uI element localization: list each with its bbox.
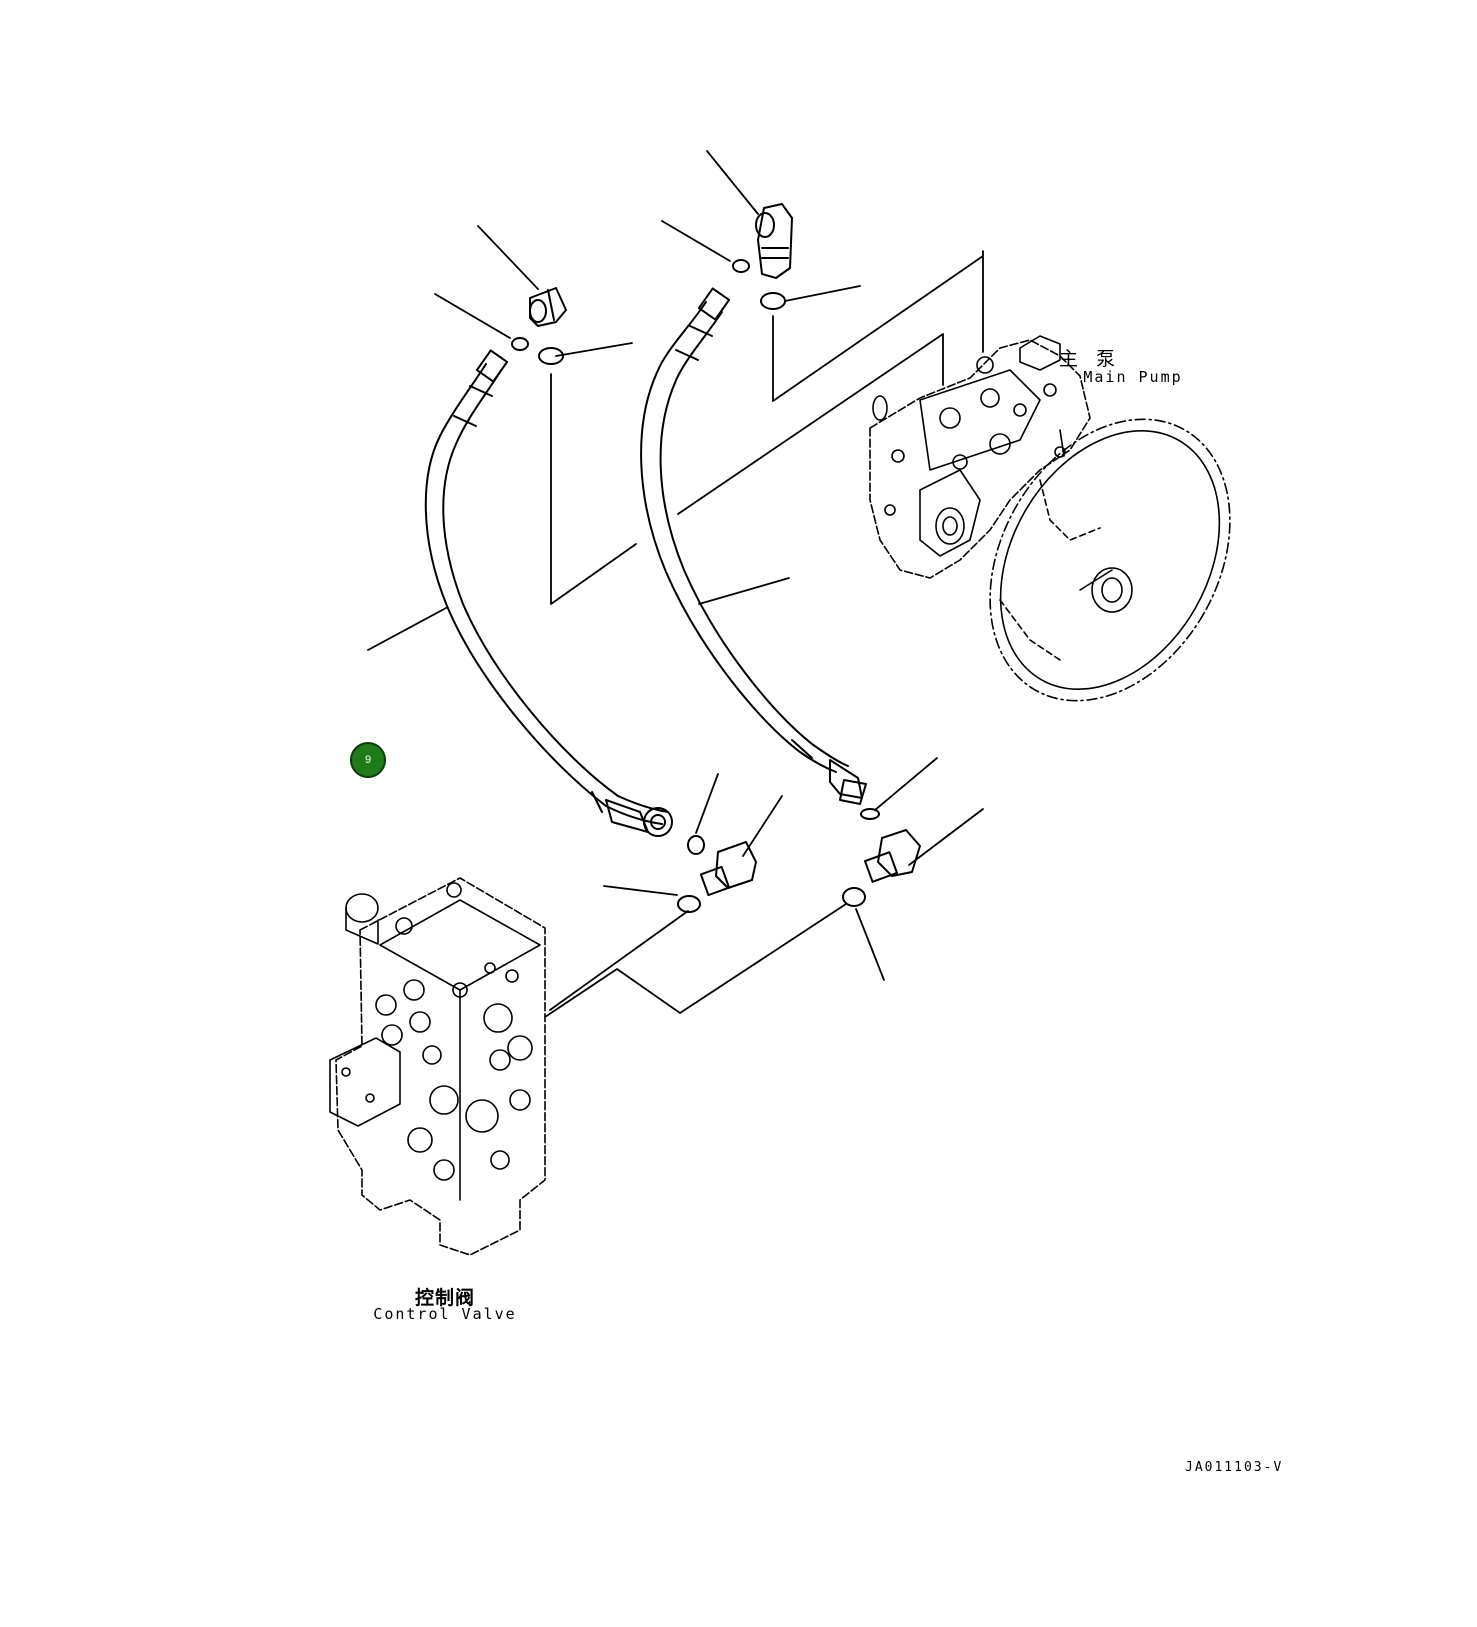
- o-ring: [687, 835, 705, 855]
- hose-left: [424, 349, 673, 837]
- o-ring: [538, 347, 564, 365]
- o-ring: [511, 337, 529, 351]
- leader-lines: [367, 150, 984, 981]
- o-ring: [760, 292, 786, 310]
- hose-right: [640, 287, 867, 805]
- control-valve: [329, 877, 546, 1256]
- main-pump-label-en: Main Pump: [1083, 368, 1183, 386]
- o-ring: [732, 259, 750, 273]
- o-ring: [842, 887, 866, 907]
- fittings: [511, 203, 921, 913]
- control-valve-label-cn: 控制阀: [414, 1287, 475, 1309]
- drawing-code: JA011103-V: [1185, 1460, 1284, 1475]
- o-ring: [860, 808, 880, 820]
- main-pump: [869, 335, 1231, 702]
- o-ring: [677, 895, 701, 913]
- main-pump-label-cn: 主 泵: [1058, 348, 1122, 370]
- control-valve-label-en: Control Valve: [373, 1305, 517, 1323]
- connection-lines: [544, 250, 984, 1018]
- callout-marker[interactable]: 9: [350, 742, 386, 778]
